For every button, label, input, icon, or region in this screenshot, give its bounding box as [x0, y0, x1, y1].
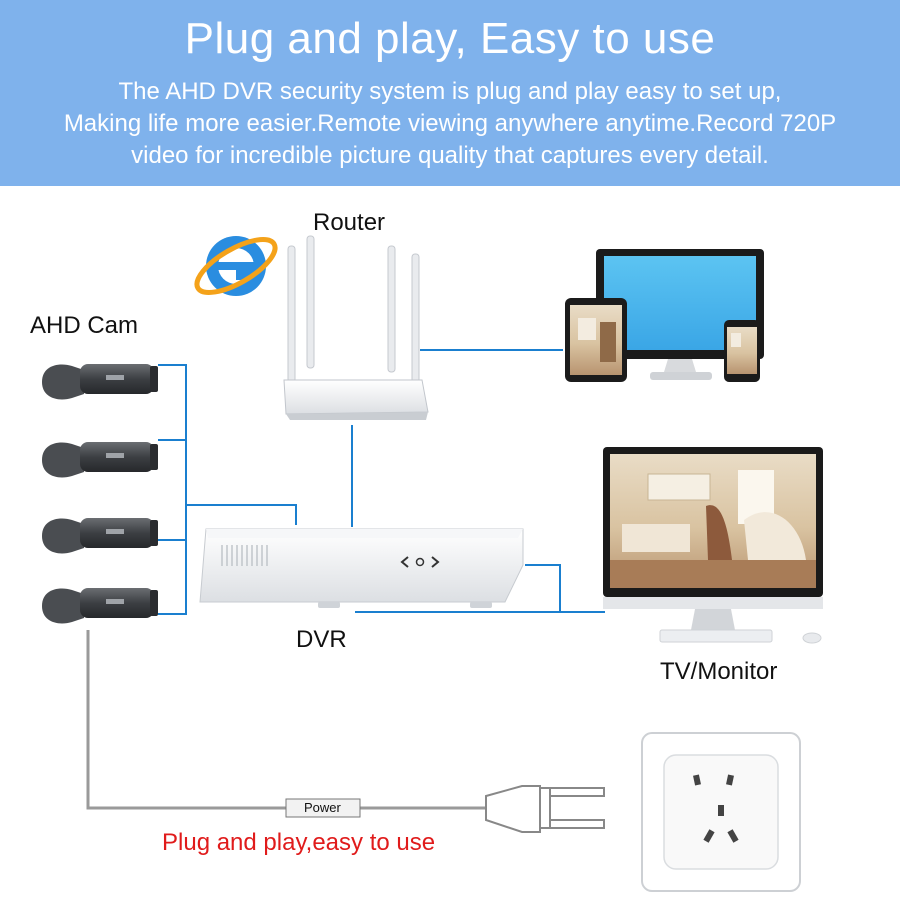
- header-banner: Plug and play, Easy to use The AHD DVR s…: [0, 0, 900, 186]
- tv-monitor-device: [603, 447, 823, 644]
- ahd-camera-3: [42, 518, 158, 554]
- dvr-device: [199, 528, 524, 608]
- banner-line-2: Making life more easier.Remote viewing a…: [63, 110, 837, 137]
- phone-device: [724, 320, 760, 382]
- tablet-device: [565, 298, 627, 382]
- power-label: Power: [304, 800, 341, 815]
- plug-and-play-caption: Plug and play,easy to use: [162, 829, 436, 856]
- power-cable: [86, 630, 486, 810]
- wall-socket: [641, 732, 801, 892]
- ahd-cam-label: AHD Cam: [30, 312, 139, 339]
- ahd-camera-4: [42, 588, 158, 624]
- banner-title: Plug and play, Easy to use: [184, 14, 716, 63]
- router-label: Router: [313, 209, 386, 236]
- network-lines: [158, 349, 605, 615]
- ahd-camera-2: [42, 442, 158, 478]
- dvr-label: DVR: [296, 626, 347, 653]
- banner-line-3: video for incredible picture quality tha…: [131, 142, 769, 169]
- power-plug: [485, 785, 605, 833]
- tv-monitor-label: TV/Monitor: [660, 658, 778, 685]
- router-device: [283, 235, 429, 420]
- banner-description: The AHD DVR security system is plug and …: [0, 76, 900, 172]
- ahd-camera-1: [42, 364, 158, 400]
- internet-explorer-icon: [194, 236, 278, 296]
- banner-line-1: The AHD DVR security system is plug and …: [118, 78, 782, 105]
- power-adapter: [285, 798, 361, 818]
